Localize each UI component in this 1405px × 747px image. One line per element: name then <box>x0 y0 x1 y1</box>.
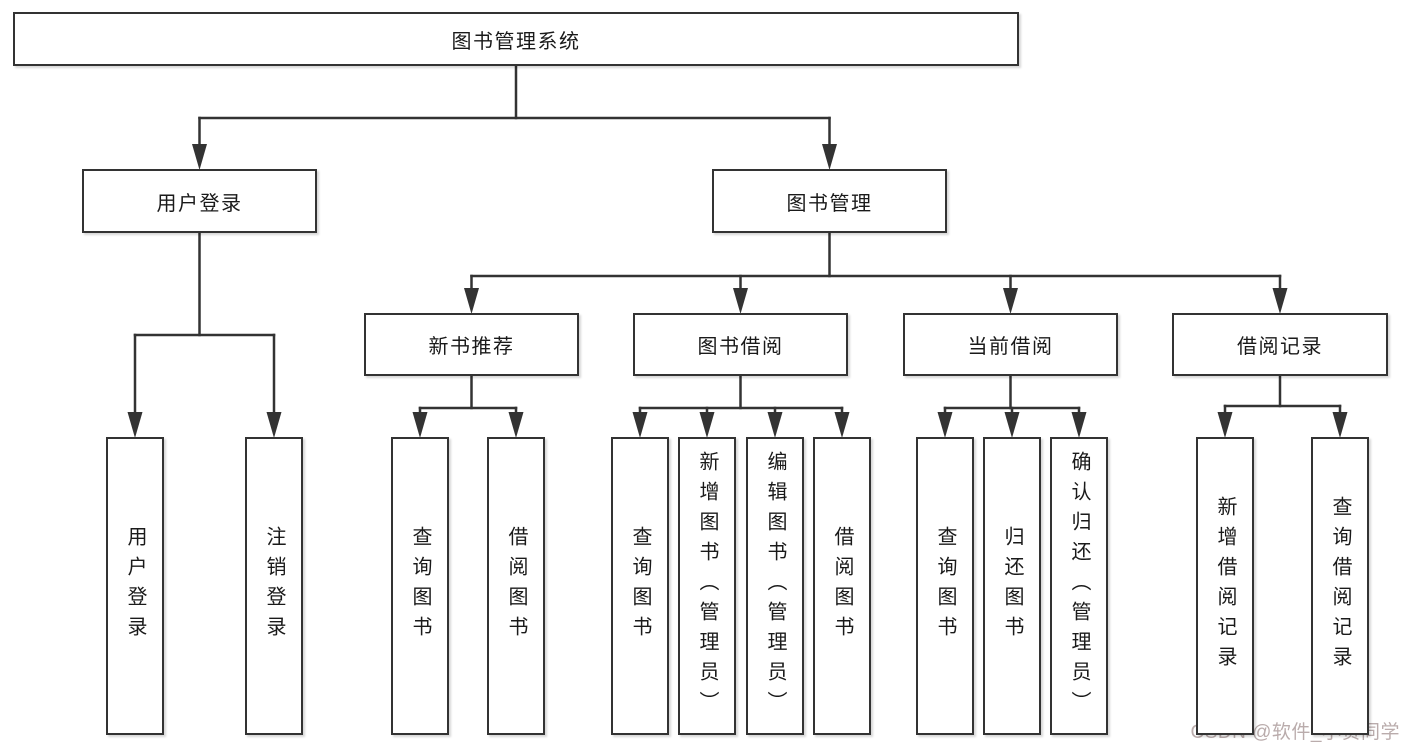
diagram-node-leaf-user-login: 用户登录 <box>106 437 164 735</box>
diagram-node-user-login: 用户登录 <box>82 169 317 233</box>
node-label: 查询借阅记录 <box>1329 496 1351 676</box>
arrowhead-icon <box>1071 412 1087 438</box>
diagram-node-leaf-logout: 注销登录 <box>245 437 303 735</box>
node-label: 查询图书 <box>629 526 651 646</box>
diagram-node-leaf-query-book-borrow: 查询图书 <box>611 437 669 735</box>
arrowhead-icon <box>1004 412 1020 438</box>
diagram-node-current-borrow: 当前借阅 <box>903 313 1118 376</box>
arrowhead-icon <box>699 412 715 438</box>
arrowhead-icon <box>1332 412 1348 438</box>
diagram-node-leaf-query-book-rec: 查询图书 <box>391 437 449 735</box>
node-label: 图书借阅 <box>697 336 784 358</box>
node-label: 新书推荐 <box>428 336 515 358</box>
node-label: 图书管理 <box>786 192 873 215</box>
diagram-node-leaf-confirm-return: 确认归还（管理员） <box>1050 437 1108 735</box>
diagram-node-borrow-records: 借阅记录 <box>1172 313 1388 376</box>
arrowhead-icon <box>192 144 207 170</box>
node-label: 当前借阅 <box>967 336 1054 358</box>
node-label: 用户登录 <box>124 526 146 646</box>
arrowhead-icon <box>508 412 524 438</box>
arrowhead-icon <box>1272 288 1288 314</box>
diagram-node-leaf-add-borrow-record: 新增借阅记录 <box>1196 437 1254 735</box>
arrowhead-icon <box>834 412 850 438</box>
diagram-node-leaf-add-book: 新增图书（管理员） <box>678 437 736 735</box>
diagram-node-leaf-borrow-book: 借阅图书 <box>813 437 871 735</box>
node-label: 归还图书 <box>1001 526 1023 646</box>
node-label: 用户登录 <box>156 192 243 215</box>
diagram-node-book-mgmt: 图书管理 <box>712 169 947 233</box>
node-label: 借阅图书 <box>505 526 527 646</box>
diagram-node-leaf-query-borrow-record: 查询借阅记录 <box>1311 437 1369 735</box>
node-label: 查询图书 <box>409 526 431 646</box>
arrowhead-icon <box>464 288 479 314</box>
diagram-node-leaf-query-book-cur: 查询图书 <box>916 437 974 735</box>
arrowhead-icon <box>822 144 837 170</box>
arrowhead-icon <box>937 412 953 438</box>
node-label: 图书管理系统 <box>451 30 581 53</box>
node-label: 借阅记录 <box>1237 336 1323 358</box>
arrowhead-icon <box>1217 412 1233 438</box>
diagram-node-leaf-borrow-book-rec: 借阅图书 <box>487 437 545 735</box>
diagram-node-new-book-rec: 新书推荐 <box>364 313 579 376</box>
arrowhead-icon <box>412 412 428 438</box>
node-label: 确认归还（管理员） <box>1068 451 1090 721</box>
node-label: 编辑图书（管理员） <box>764 451 786 721</box>
diagram-node-root: 图书管理系统 <box>13 12 1019 66</box>
diagram-node-book-borrow: 图书借阅 <box>633 313 848 376</box>
diagram-node-leaf-return-book: 归还图书 <box>983 437 1041 735</box>
arrowhead-icon <box>733 288 748 314</box>
node-label: 查询图书 <box>934 526 956 646</box>
arrowhead-icon <box>266 412 282 438</box>
arrowhead-icon <box>127 412 143 438</box>
node-label: 注销登录 <box>263 526 285 646</box>
arrowhead-icon <box>632 412 648 438</box>
arrowhead-icon <box>767 412 783 438</box>
diagram-node-leaf-edit-book: 编辑图书（管理员） <box>746 437 804 735</box>
node-label: 借阅图书 <box>831 526 853 646</box>
node-label: 新增图书（管理员） <box>696 451 718 721</box>
node-label: 新增借阅记录 <box>1214 496 1236 676</box>
arrowhead-icon <box>1003 288 1018 314</box>
